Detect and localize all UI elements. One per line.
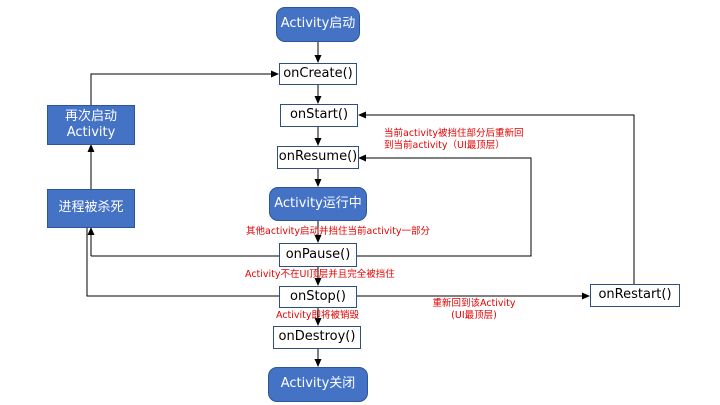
- label-partially-covered-line2: 到当前activity（UI最顶层）: [384, 140, 505, 152]
- on-start-node: onStart(): [280, 104, 358, 127]
- label-partially-covered-line1: 当前activity被挡住部分后重新回: [384, 128, 524, 139]
- arrow-restart-to-create: [90, 70, 279, 105]
- on-create-node: onCreate(): [279, 63, 357, 85]
- activity-running-node: Activity运行中: [269, 187, 367, 221]
- activity-closed-node: Activity关闭: [268, 367, 368, 402]
- arrow-onrestart-to-start: [358, 111, 635, 284]
- process-killed-node: 进程被杀死: [47, 189, 135, 228]
- on-destroy-node: onDestroy(): [273, 326, 361, 349]
- arrow-pause-to-resume: [357, 154, 532, 257]
- on-restart-node: onRestart(): [590, 284, 680, 307]
- label-back-to-top-line2: (UI最顶层): [451, 310, 497, 322]
- restart-activity-node: 再次启动 Activity: [47, 105, 135, 145]
- label-fully-covered: Activity不在UI顶层并且完全被挡住: [245, 269, 395, 280]
- label-back-to-top: 重新回到该Activity (UI最顶层): [432, 298, 516, 323]
- label-partially-covered: 当前activity被挡住部分后重新回 到当前activity（UI最顶层）: [384, 128, 524, 153]
- label-about-to-destroy: Activity即将被销毁: [276, 310, 360, 321]
- on-stop-node: onStop(): [279, 286, 357, 308]
- on-pause-node: onPause(): [279, 243, 357, 267]
- restart-activity-line1: 再次启动: [64, 108, 117, 124]
- activity-start-node: Activity启动: [276, 7, 360, 42]
- label-other-activity-started: 其他activity启动并挡住当前activity一部分: [246, 226, 431, 237]
- restart-activity-line2: Activity: [66, 125, 116, 140]
- arrow-stop-to-killed: [86, 228, 279, 297]
- on-resume-node: onResume(): [277, 146, 359, 169]
- label-back-to-top-line1: 重新回到该Activity: [432, 298, 516, 309]
